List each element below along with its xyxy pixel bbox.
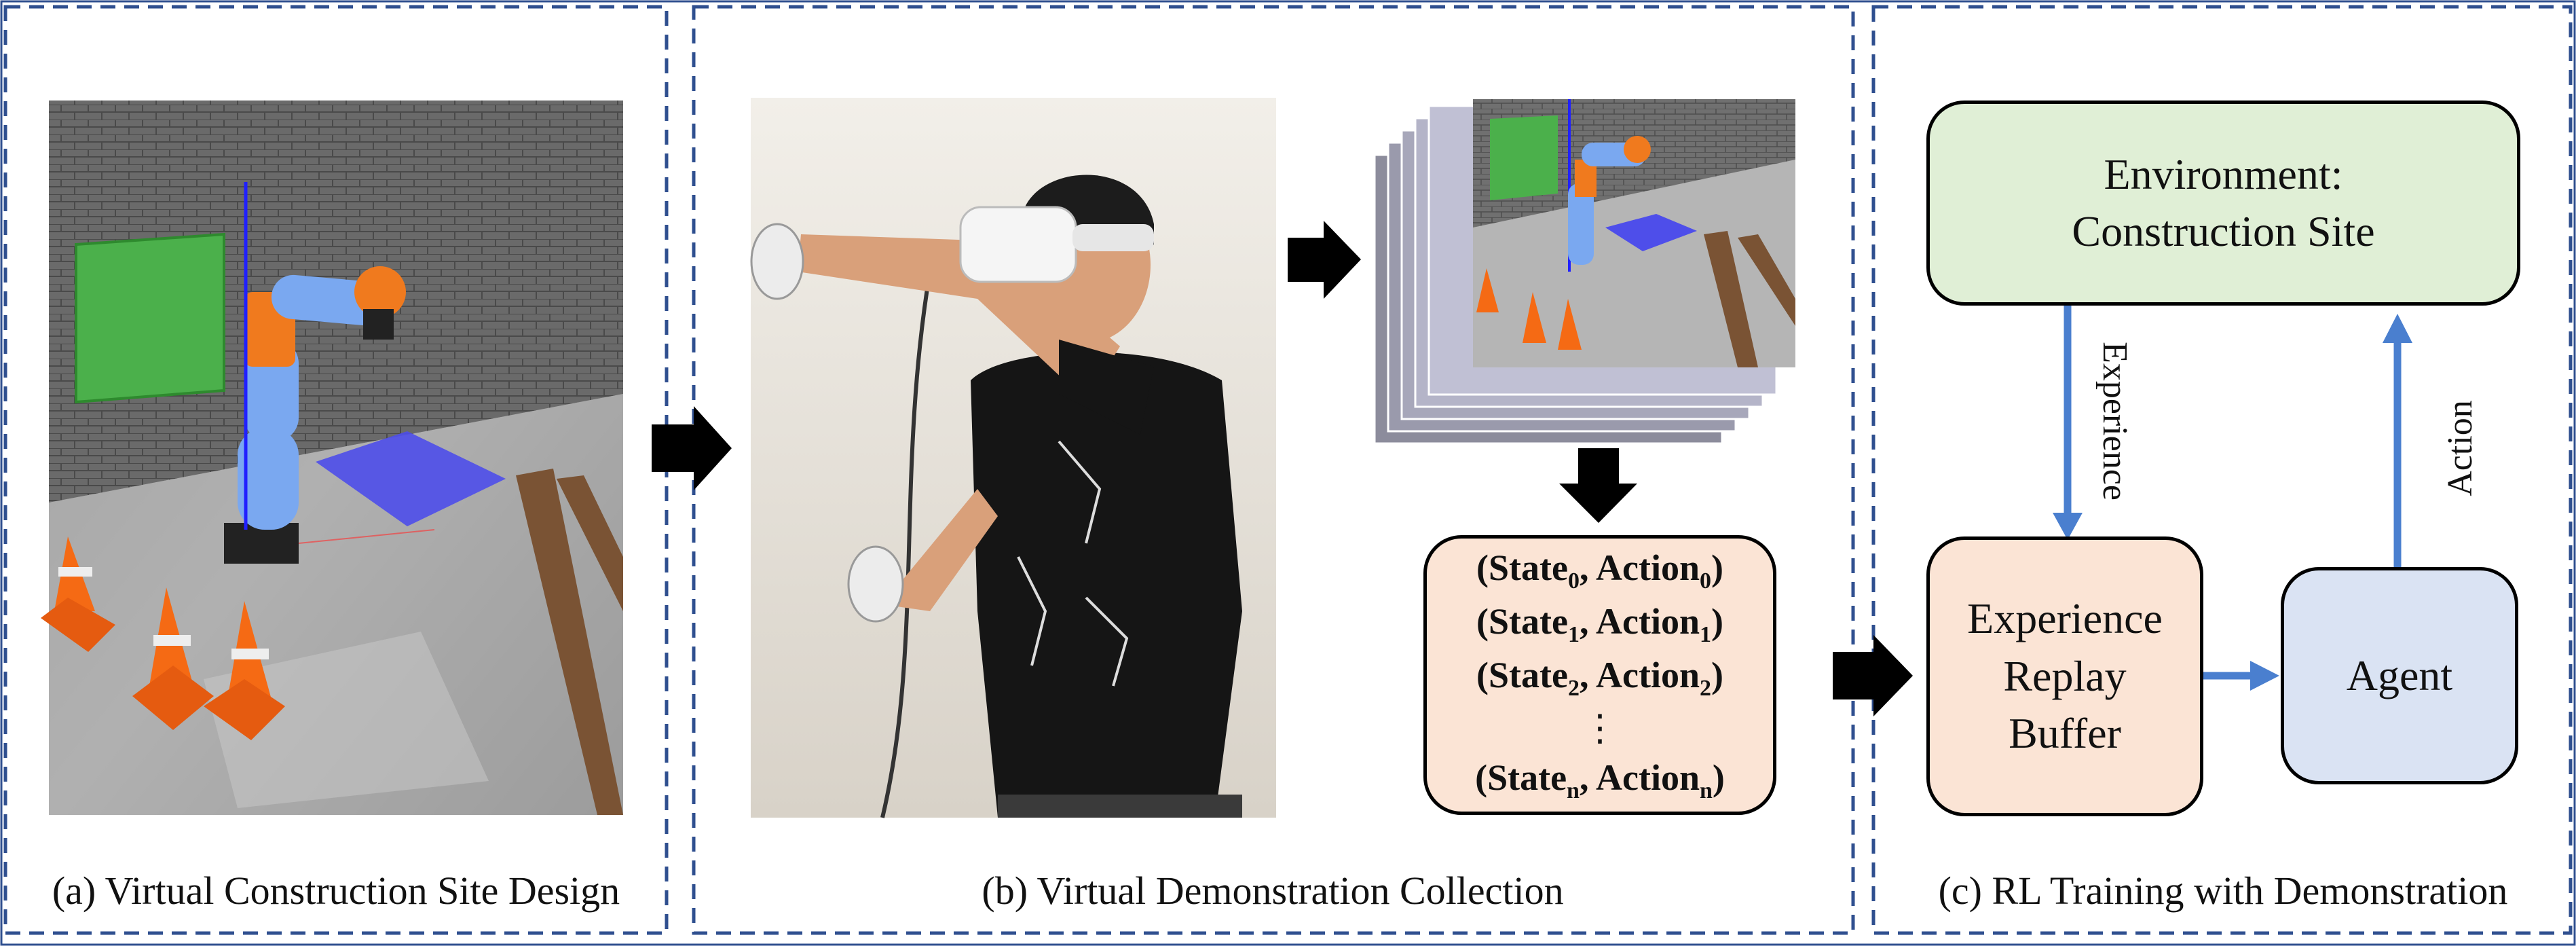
action-arrow-label: Action bbox=[2441, 400, 2480, 496]
caption-panel-b: (b) Virtual Demonstration Collection bbox=[982, 869, 1564, 913]
replay-buffer-box: Experience Replay Buffer bbox=[1926, 536, 2203, 816]
pair-ellipsis: ⋮ bbox=[1582, 708, 1618, 749]
environment-label: Environment: bbox=[2104, 149, 2343, 198]
pair-row-0: (State0, Action0) bbox=[1476, 547, 1723, 594]
arrow-b-to-c bbox=[1833, 635, 1913, 716]
arrow-frames-to-pairs bbox=[1559, 448, 1637, 523]
environment-sublabel: Construction Site bbox=[2072, 207, 2375, 255]
caption-panel-c: (c) RL Training with Demonstration bbox=[1938, 869, 2508, 913]
environment-box: Environment: Construction Site bbox=[1926, 101, 2520, 306]
agent-label: Agent bbox=[2346, 651, 2453, 699]
experience-arrow-label: Experience bbox=[2095, 342, 2134, 501]
arrow-photo-to-frames bbox=[1288, 221, 1361, 299]
state-action-pairs-box: (State0, Action0) (State1, Action1) (Sta… bbox=[1423, 535, 1776, 815]
arrow-a-to-b bbox=[652, 406, 732, 490]
pair-row-1: (State1, Action1) bbox=[1476, 600, 1723, 647]
agent-box: Agent bbox=[2281, 567, 2518, 784]
pair-row-2: (State2, Action2) bbox=[1476, 654, 1723, 701]
construction-site-render bbox=[41, 101, 623, 815]
trajectory-frame-stack bbox=[1373, 99, 1795, 445]
rl-loop-arrows bbox=[2053, 306, 2412, 691]
buffer-label-1: Experience bbox=[1967, 594, 2163, 643]
panel-c-frame bbox=[1871, 5, 2573, 935]
buffer-label-2: Replay bbox=[2003, 651, 2127, 700]
vr-demonstration-photo bbox=[750, 98, 1276, 818]
buffer-label-3: Buffer bbox=[2009, 709, 2121, 758]
caption-panel-a: (a) Virtual Construction Site Design bbox=[52, 869, 620, 913]
pair-row-n: (Staten, Actionn) bbox=[1475, 757, 1725, 803]
